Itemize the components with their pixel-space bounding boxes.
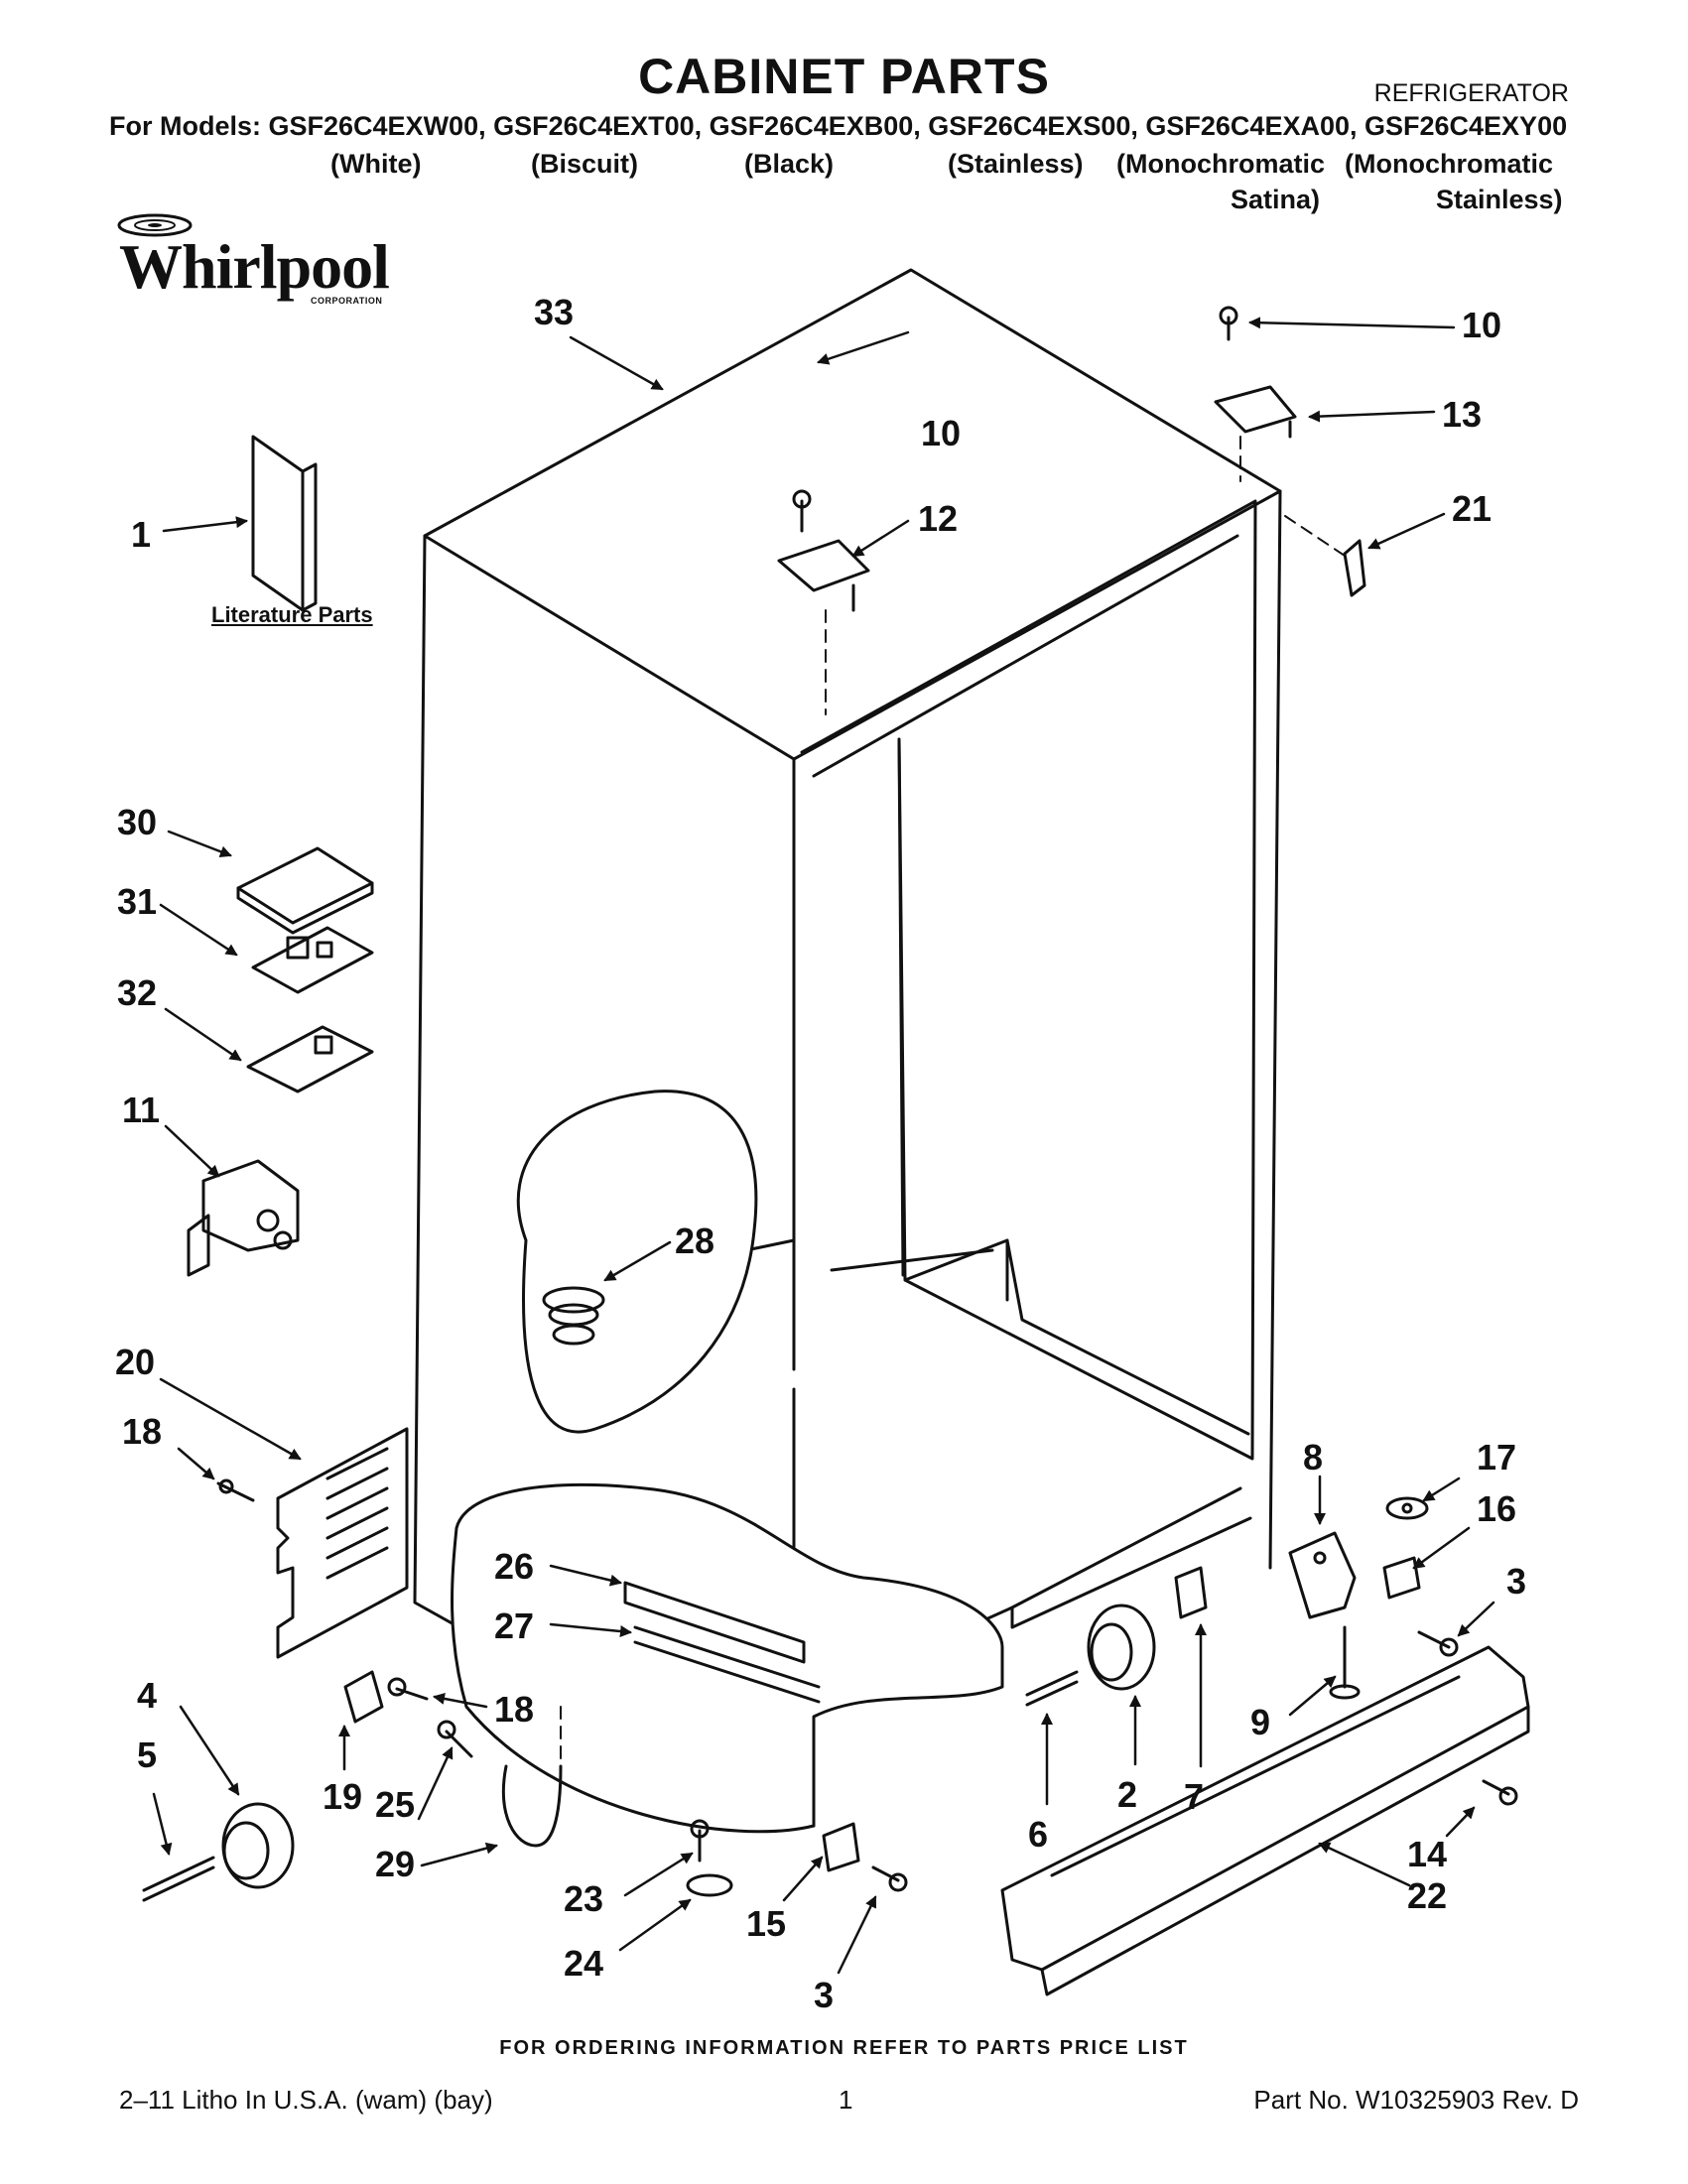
callout-7: 7 bbox=[1184, 1776, 1205, 1817]
callout-9: 9 bbox=[1250, 1702, 1271, 1742]
callout-33: 33 bbox=[534, 292, 575, 332]
callout-13: 13 bbox=[1442, 394, 1483, 435]
callout-20: 20 bbox=[115, 1342, 156, 1382]
tube-27-icon bbox=[633, 1625, 821, 1704]
screw-23-icon bbox=[690, 1819, 710, 1863]
variant-monochromatic-stainless: (Monochromatic bbox=[1345, 149, 1554, 179]
screw-3a-icon bbox=[1417, 1630, 1459, 1657]
screw-10b-icon bbox=[1219, 306, 1238, 341]
leveler-9-icon bbox=[1329, 1625, 1361, 1700]
bracket-8-icon bbox=[1288, 1531, 1357, 1619]
toe-grille-22-icon bbox=[1000, 1645, 1530, 1996]
roller-wheel-2-icon bbox=[1087, 1604, 1156, 1691]
callout-18-lower: 18 bbox=[494, 1689, 535, 1730]
callout-17: 17 bbox=[1477, 1437, 1517, 1477]
callout-23: 23 bbox=[564, 1878, 604, 1919]
hinge-12-icon bbox=[777, 539, 870, 612]
callout-18-left: 18 bbox=[122, 1411, 163, 1452]
callout-4: 4 bbox=[137, 1675, 158, 1716]
control-board-32-icon bbox=[246, 1025, 374, 1093]
callout-16: 16 bbox=[1477, 1488, 1517, 1529]
hinge-17-icon bbox=[1385, 1496, 1429, 1520]
callout-30: 30 bbox=[117, 802, 158, 842]
logo-wordmark: Whirlpool bbox=[119, 231, 390, 302]
callout-8: 8 bbox=[1303, 1437, 1324, 1477]
models-line: For Models: GSF26C4EXW00, GSF26C4EXT00, … bbox=[109, 111, 1568, 141]
screw-10a-icon bbox=[792, 489, 812, 533]
callout-22: 22 bbox=[1407, 1875, 1448, 1916]
callout-27: 27 bbox=[494, 1606, 535, 1646]
callout-26: 26 bbox=[494, 1546, 535, 1587]
screw-18b-icon bbox=[387, 1677, 429, 1701]
control-cover-30-icon bbox=[236, 846, 374, 935]
bracket-19-icon bbox=[343, 1670, 384, 1724]
callout-21: 21 bbox=[1452, 488, 1493, 529]
axle-pin-5-icon bbox=[142, 1856, 215, 1902]
callout-10-right: 10 bbox=[1462, 305, 1502, 345]
drain-hose-29-icon bbox=[501, 1764, 563, 1848]
water-valve-11-icon bbox=[187, 1159, 300, 1277]
variant-black: (Black) bbox=[744, 149, 835, 179]
page-title: CABINET PARTS bbox=[638, 49, 1050, 104]
callout-5: 5 bbox=[137, 1734, 158, 1775]
callout-leader-lines bbox=[152, 317, 1495, 1975]
align-line-21 bbox=[1284, 515, 1346, 557]
callout-3-bottom: 3 bbox=[814, 1975, 835, 2015]
callout-11: 11 bbox=[122, 1090, 161, 1130]
ordering-note: FOR ORDERING INFORMATION REFER TO PARTS … bbox=[499, 2037, 1189, 2059]
clip-15-icon bbox=[822, 1822, 860, 1872]
cabinet-shell bbox=[413, 268, 1282, 1828]
part-number: Part No. W10325903 Rev. D bbox=[1253, 2085, 1579, 2115]
callout-25: 25 bbox=[375, 1784, 416, 1825]
literature-parts-label: Literature Parts bbox=[211, 602, 373, 627]
variant-white: (White) bbox=[330, 149, 422, 179]
callout-14: 14 bbox=[1407, 1834, 1448, 1874]
screw-14-icon bbox=[1482, 1779, 1518, 1806]
callout-28: 28 bbox=[675, 1220, 715, 1261]
tube-26-icon bbox=[623, 1581, 806, 1664]
screw-25-icon bbox=[437, 1720, 473, 1758]
control-board-31-icon bbox=[251, 926, 374, 994]
logo-subtext: CORPORATION bbox=[311, 296, 383, 306]
variant-monochromatic-satina: (Monochromatic bbox=[1116, 149, 1326, 179]
callout-10-center: 10 bbox=[921, 413, 962, 453]
variant-biscuit: (Biscuit) bbox=[531, 149, 638, 179]
variant-stainless: (Stainless) bbox=[948, 149, 1084, 179]
variant-stainless-2: Stainless) bbox=[1436, 185, 1563, 214]
roller-wheel-4-icon bbox=[221, 1802, 295, 1889]
callout-29: 29 bbox=[375, 1844, 416, 1884]
callout-6: 6 bbox=[1028, 1814, 1049, 1855]
page-number: 1 bbox=[839, 2085, 853, 2115]
whirlpool-logo: Whirlpool CORPORATION bbox=[107, 210, 390, 310]
rear-panel-20-icon bbox=[276, 1427, 409, 1659]
hinge-13-icon bbox=[1214, 385, 1297, 439]
callout-32: 32 bbox=[117, 972, 158, 1013]
axle-pin-6-icon bbox=[1025, 1670, 1079, 1707]
screw-3b-icon bbox=[871, 1865, 908, 1892]
cap-21-icon bbox=[1343, 539, 1366, 597]
document-type: REFRIGERATOR bbox=[1373, 79, 1569, 107]
screw-18-icon bbox=[216, 1478, 255, 1502]
hinge-16-icon bbox=[1382, 1556, 1421, 1600]
callout-15: 15 bbox=[746, 1903, 787, 1944]
callout-24: 24 bbox=[564, 1943, 604, 1984]
washer-24-icon bbox=[686, 1873, 733, 1897]
callout-19: 19 bbox=[323, 1776, 363, 1817]
litho-info: 2–11 Litho In U.S.A. (wam) (bay) bbox=[119, 2085, 493, 2115]
pad-7-icon bbox=[1174, 1566, 1208, 1619]
callout-1: 1 bbox=[131, 514, 152, 555]
callout-31: 31 bbox=[117, 881, 158, 922]
callout-2: 2 bbox=[1117, 1774, 1138, 1815]
callout-12: 12 bbox=[918, 498, 959, 539]
variant-satina: Satina) bbox=[1231, 185, 1321, 214]
literature-book-icon bbox=[251, 435, 318, 612]
grommet-28-icon bbox=[542, 1286, 605, 1346]
logo-swirl-icon bbox=[117, 213, 193, 237]
callout-3-right: 3 bbox=[1506, 1561, 1527, 1602]
